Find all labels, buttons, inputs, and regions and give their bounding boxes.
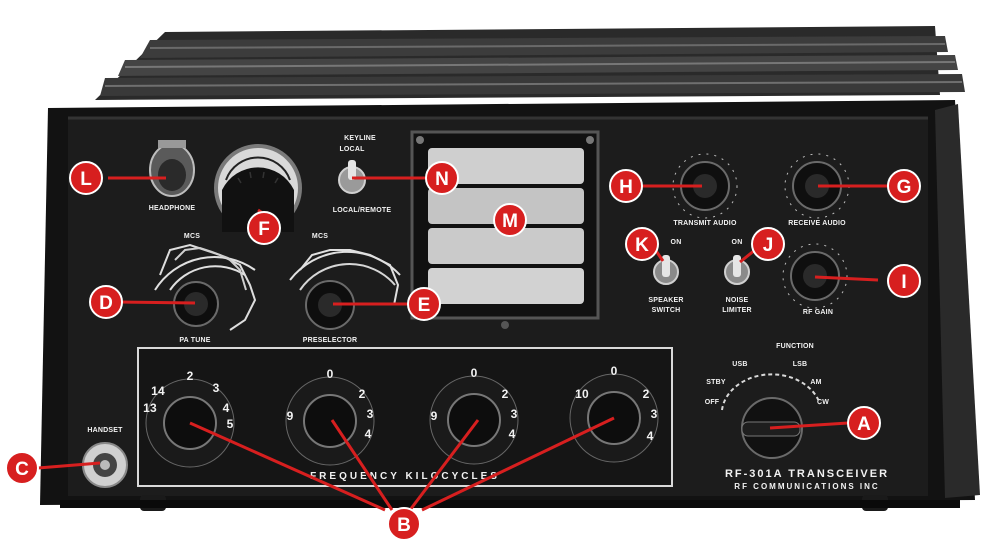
dial1-digit: 3: [213, 381, 220, 395]
lsb-label: LSB: [793, 361, 808, 368]
callout-n-letter: N: [435, 169, 449, 190]
dial2-digit: 0: [327, 367, 334, 381]
callout-g: G: [887, 169, 921, 203]
callout-e: E: [407, 287, 441, 321]
model-label: RF-301A TRANSCEIVER: [725, 468, 889, 480]
off-label: OFF: [705, 399, 720, 406]
transmit-audio-label: TRANSMIT AUDIO: [673, 220, 737, 227]
headphone-jack: HEADPHONE: [149, 140, 196, 212]
callout-a-letter: A: [857, 414, 871, 435]
noise-label-1: NOISE: [726, 297, 749, 304]
dial4-digit: 2: [643, 387, 650, 401]
frequency-dial-3: 0 2 3 4 9: [429, 366, 519, 465]
speaker-label-2: SWITCH: [652, 307, 681, 314]
on-left-label: ON: [671, 239, 682, 246]
callout-c-letter: C: [15, 459, 29, 480]
dial1-digit: 13: [143, 401, 157, 415]
callout-l: L: [69, 161, 103, 195]
callout-m-letter: M: [502, 211, 518, 232]
dial2-digit: 9: [287, 409, 294, 423]
callout-k-letter: K: [635, 235, 649, 256]
model-lettering: RF-301A TRANSCEIVER RF COMMUNICATIONS IN…: [725, 468, 889, 491]
dial3-digit: 0: [471, 366, 478, 380]
pa-tune-label: PA TUNE: [179, 337, 210, 344]
callout-i-letter: I: [901, 272, 906, 293]
callout-e-letter: E: [418, 295, 431, 316]
callout-b: B: [387, 507, 421, 541]
am-label: AM: [810, 379, 821, 386]
dial4-digit: 3: [651, 407, 658, 421]
callout-h-letter: H: [619, 177, 633, 198]
callout-d: D: [89, 285, 123, 319]
preselector-label: PRESELECTOR: [303, 337, 358, 344]
dial4-digit: 4: [647, 429, 654, 443]
dial3-digit: 4: [509, 427, 516, 441]
on-right-label: ON: [732, 239, 743, 246]
callout-d-letter: D: [99, 293, 113, 314]
transmit-audio-control: TRANSMIT AUDIO: [672, 153, 738, 227]
dial2-digit: 3: [367, 407, 374, 421]
pa-tune-control: MCS PA TUNE: [154, 233, 257, 344]
noise-limiter-switch: ON NOISE LIMITER: [722, 239, 751, 314]
callout-l-letter: L: [80, 169, 92, 190]
speaker-label-1: SPEAKER: [648, 297, 683, 304]
keyline-label: KEYLINE: [344, 135, 376, 142]
dial1-digit: 14: [151, 384, 165, 398]
frequency-label: FREQUENCY KILOCYCLES: [310, 471, 500, 482]
mcs-right-label: MCS: [312, 233, 328, 240]
callout-k: K: [625, 227, 659, 261]
mcs-left-label: MCS: [184, 233, 200, 240]
callout-c: C: [5, 451, 39, 485]
dial4-digit: 0: [611, 364, 618, 378]
local-remote-switch: KEYLINE LOCAL LOCAL/REMOTE: [333, 135, 392, 214]
dial3-digit: 3: [511, 407, 518, 421]
receive-audio-label: RECEIVE AUDIO: [788, 220, 846, 227]
handset-label: HANDSET: [87, 427, 123, 434]
callout-m: M: [493, 203, 527, 237]
stby-label: STBY: [706, 379, 726, 386]
callout-j: J: [751, 227, 785, 261]
maker-label: RF COMMUNICATIONS INC: [734, 482, 879, 491]
cabinet-top: [95, 26, 965, 100]
cw-label: CW: [817, 399, 829, 406]
rf-gain-label: RF GAIN: [803, 309, 833, 316]
dial3-digit: 2: [502, 387, 509, 401]
callout-b-letter: B: [397, 515, 411, 536]
speaker-switch: ON SPEAKER SWITCH: [648, 239, 683, 314]
local-label: LOCAL: [339, 146, 365, 153]
dial2-digit: 4: [365, 427, 372, 441]
dial2-digit: 2: [359, 387, 366, 401]
callout-f-letter: F: [258, 219, 270, 240]
callout-f: F: [247, 211, 281, 245]
dial4-digit: 10: [575, 387, 589, 401]
noise-label-2: LIMITER: [722, 307, 751, 314]
headphone-label: HEADPHONE: [149, 205, 196, 212]
callout-n: N: [425, 161, 459, 195]
callout-g-letter: G: [897, 177, 912, 198]
callout-a: A: [847, 406, 881, 440]
local-remote-label: LOCAL/REMOTE: [333, 207, 392, 214]
panel-meter: [214, 144, 302, 232]
callout-j-letter: J: [763, 235, 774, 256]
dial1-digit: 2: [187, 369, 194, 383]
callout-i: I: [887, 264, 921, 298]
function-label: FUNCTION: [776, 343, 814, 350]
rf-gain-control: RF GAIN: [782, 243, 848, 316]
dial1-digit: 4: [223, 401, 230, 415]
preselector-control: MCS PRESELECTOR: [289, 233, 401, 344]
callout-h: H: [609, 169, 643, 203]
dial1-digit: 5: [227, 417, 234, 431]
dial3-digit: 9: [431, 409, 438, 423]
callout-markers: L F N M H G K J: [5, 161, 921, 541]
usb-label: USB: [732, 361, 747, 368]
